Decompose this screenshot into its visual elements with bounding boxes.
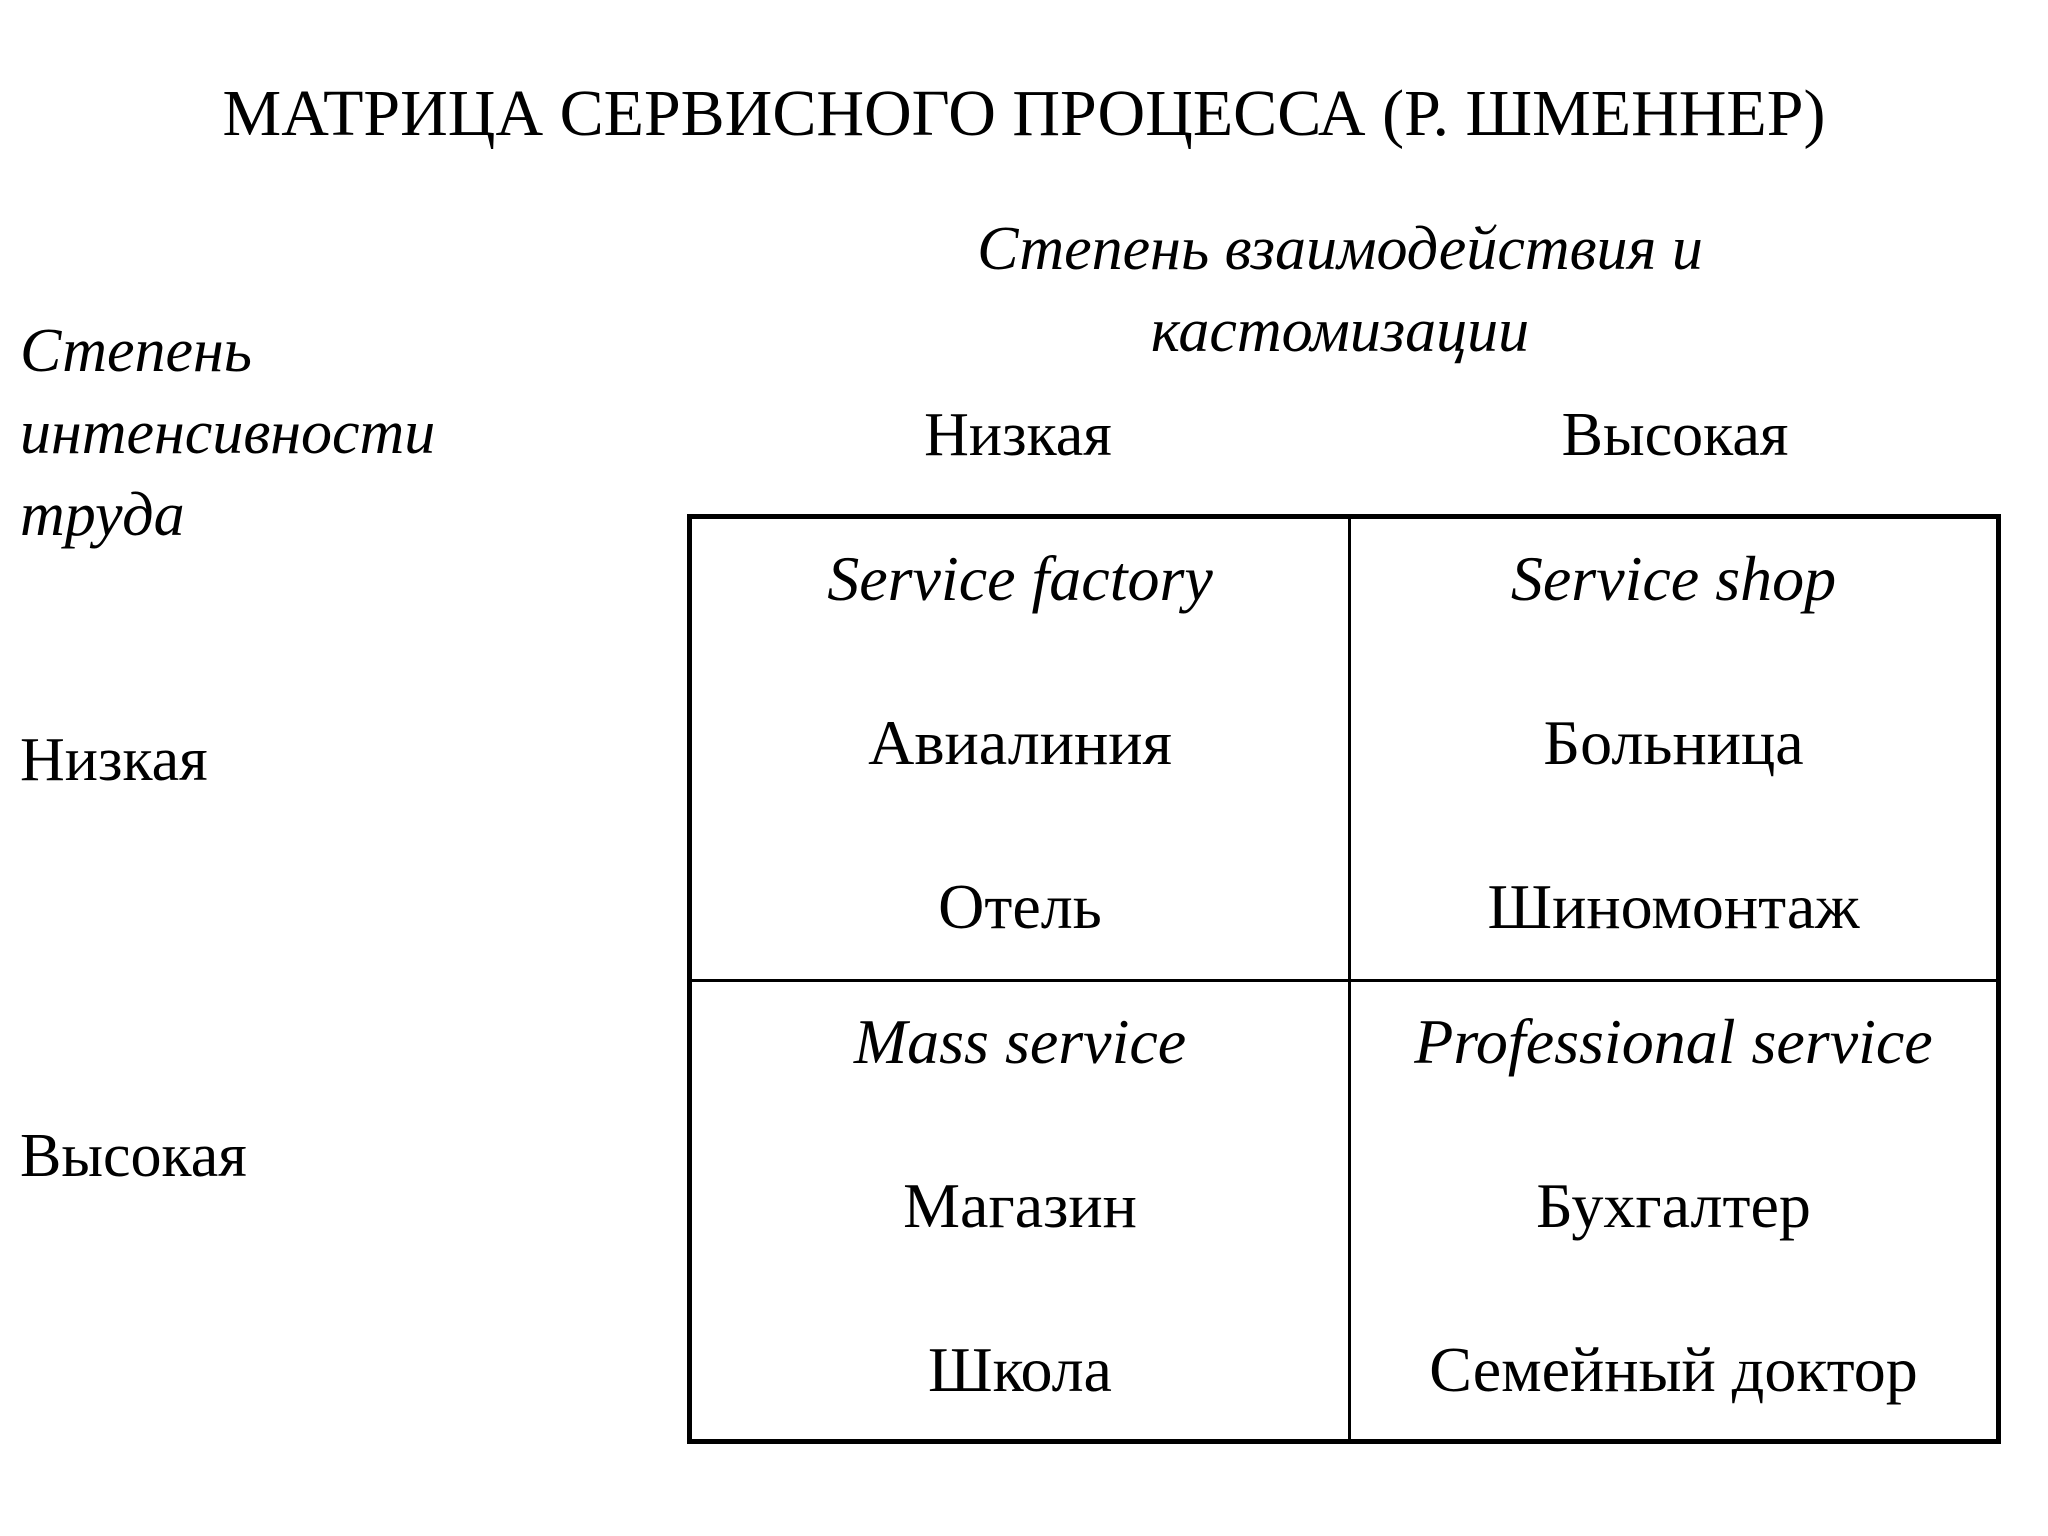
row-level-low: Низкая bbox=[20, 726, 208, 794]
column-axis-label: Степень взаимодействия и кастомизации bbox=[900, 208, 1780, 372]
row-axis-label: Степень интенсивности труда bbox=[20, 310, 540, 556]
column-axis-label-line: кастомизации bbox=[1150, 297, 1530, 365]
cell-example: Шиномонтаж bbox=[1487, 871, 1860, 942]
cell-title: Service factory bbox=[827, 543, 1213, 614]
row-level-high: Высокая bbox=[20, 1122, 247, 1190]
column-axis-label-line: Степень взаимодействия и bbox=[977, 215, 1703, 283]
row-axis-label-line: интенсивности bbox=[20, 399, 436, 467]
column-level-low: Низкая bbox=[924, 401, 1112, 469]
cell-example: Школа bbox=[928, 1334, 1112, 1405]
matrix-cell-service-factory: Service factory Авиалиния Отель bbox=[692, 519, 1351, 982]
cell-example: Больница bbox=[1543, 707, 1804, 778]
cell-example: Бухгалтер bbox=[1536, 1170, 1811, 1241]
process-matrix: Service factory Авиалиния Отель Service … bbox=[687, 514, 2001, 1444]
cell-example: Семейный доктор bbox=[1429, 1334, 1918, 1405]
cell-title: Professional service bbox=[1414, 1006, 1933, 1077]
diagram-title: МАТРИЦА СЕРВИСНОГО ПРОЦЕССА (Р. ШМЕННЕР) bbox=[222, 77, 1826, 150]
row-axis-label-line: Степень bbox=[20, 317, 253, 385]
row-axis-label-line: труда bbox=[20, 481, 185, 549]
cell-title: Mass service bbox=[853, 1006, 1187, 1077]
cell-title: Service shop bbox=[1510, 543, 1837, 614]
matrix-cell-service-shop: Service shop Больница Шиномонтаж bbox=[1351, 519, 1996, 982]
cell-example: Магазин bbox=[903, 1170, 1137, 1241]
cell-example: Авиалиния bbox=[868, 707, 1172, 778]
matrix-cell-mass-service: Mass service Магазин Школа bbox=[692, 982, 1351, 1439]
matrix-cell-professional-service: Professional service Бухгалтер Семейный … bbox=[1351, 982, 1996, 1439]
column-level-high: Высокая bbox=[1561, 401, 1789, 469]
cell-example: Отель bbox=[938, 871, 1102, 942]
